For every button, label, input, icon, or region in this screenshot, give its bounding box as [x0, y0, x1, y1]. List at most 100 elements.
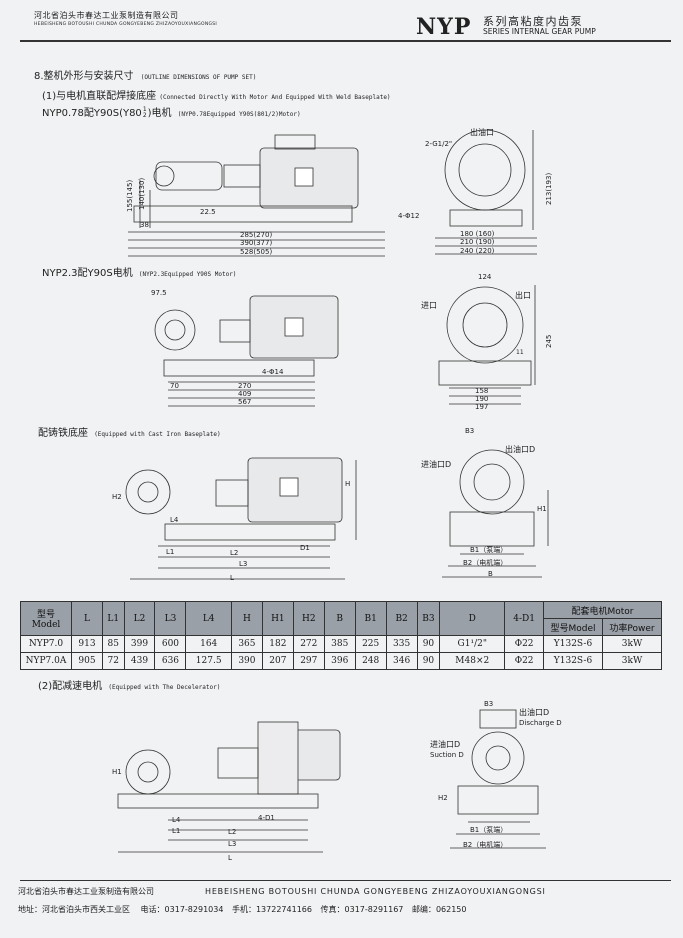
cell: 439	[123, 652, 156, 670]
cell: 335	[385, 635, 418, 653]
cell: Φ22	[504, 652, 544, 670]
dim4-B2: B2（电机端）	[463, 841, 508, 849]
cell-model: NYP7.0A	[20, 652, 72, 670]
dim-70: 70	[170, 382, 179, 390]
dim3-H2: H2	[112, 493, 122, 501]
cell: 272	[292, 635, 325, 653]
th-L3: L3	[154, 601, 187, 636]
th-motor-group: 配套电机Motor	[543, 601, 662, 619]
label-holes-4: 4-D1	[258, 814, 275, 822]
section-title: 8.整机外形与安装尺寸 (OUTLINE DIMENSIONS OF PUMP …	[34, 71, 257, 82]
dim4-L1: L1	[172, 827, 181, 835]
cell: 90	[416, 652, 441, 670]
cell: 346	[385, 652, 418, 670]
dim3-L: L	[230, 574, 234, 582]
subsection-1-title: (1)与电机直联配焊接底座 (Connected Directly With M…	[42, 91, 391, 102]
dim-38: 38	[140, 221, 149, 229]
dim-158: 158	[475, 387, 488, 395]
header-series-en: SERIES INTERNAL GEAR PUMP	[483, 27, 596, 36]
th-4D1: 4-D1	[504, 601, 544, 636]
drawing-decel-side	[117, 721, 341, 853]
dim-140: 140(130)	[138, 177, 146, 210]
footer-company-cn: 河北省泊头市春达工业泵制造有限公司	[18, 887, 154, 896]
label-holes-2: 4-Φ14	[262, 368, 284, 376]
cell: 905	[71, 652, 103, 670]
th-B: B	[323, 601, 356, 636]
cell-power: 3kW	[602, 635, 662, 653]
dim-190: 190	[475, 395, 488, 403]
drawing-nyp078-end: 180 (160) 210 (190) 240 (220)	[435, 129, 537, 255]
dim4-H1: H1	[112, 768, 122, 776]
cell: 297	[292, 652, 325, 670]
drawing-cast-side	[125, 457, 357, 580]
th-B1: B1	[354, 601, 387, 636]
dim-240: 240 (220)	[460, 247, 495, 255]
dim-285: 285(270)	[240, 231, 272, 239]
header-series-cn: 系列高粘度内齿泵	[483, 15, 583, 28]
cell: 85	[101, 635, 125, 653]
cell: 72	[101, 652, 125, 670]
dim3-B1: B1（泵端）	[470, 546, 508, 554]
table-row: NYP7.0 913 85 399 600 164 365 182 272 38…	[20, 635, 662, 653]
cell: 600	[154, 635, 187, 653]
dim4-B3: B3	[484, 700, 494, 708]
th-motor-power: 功率Power	[602, 618, 662, 636]
cell: 396	[323, 652, 356, 670]
dim-97-5: 97.5	[151, 289, 167, 297]
th-L1: L1	[101, 601, 125, 636]
cell: G1¹/2"	[439, 635, 506, 653]
th-motor-model: 型号Model	[543, 618, 603, 636]
th-L2: L2	[123, 601, 156, 636]
cell: 913	[71, 635, 103, 653]
cell: 164	[185, 635, 232, 653]
dim4-L3: L3	[228, 840, 237, 848]
dim-180: 180 (160)	[460, 230, 495, 238]
label-outlet-1: 出油口	[470, 128, 494, 137]
drawing-nyp078-side: 38 22.5 285(270) 390(377) 528(505)	[128, 134, 385, 257]
drawing-nyp23-end: 158 190 197	[438, 285, 536, 410]
dim3-L2: L2	[230, 549, 239, 557]
dim-390: 390(377)	[240, 239, 272, 247]
dim4-H2: H2	[438, 794, 448, 802]
subsection-2-title: (2)配减速电机 (Equipped with The Decelerator)	[38, 681, 221, 692]
th-L4: L4	[185, 601, 232, 636]
dim4-L: L	[228, 854, 232, 862]
th-D: D	[439, 601, 506, 636]
dim3-H: H	[345, 480, 351, 488]
label-outlet-3: 出油口D	[505, 445, 536, 454]
label-inlet-3: 进油口D	[421, 460, 452, 469]
dim-155: 155(145)	[126, 179, 134, 212]
dim3-L1: L1	[166, 548, 175, 556]
dim3-L3: L3	[239, 560, 248, 568]
cell: 225	[354, 635, 387, 653]
cast-title: 配铸铁底座 (Equipped with Cast Iron Baseplate…	[38, 428, 221, 439]
drawing-decel-end	[450, 709, 546, 849]
cell-motor: Y132S-6	[543, 635, 603, 653]
label-holes-1: 4-Φ12	[398, 212, 420, 220]
cell: 399	[123, 635, 156, 653]
drawing-nyp23-side: 70 270 409 567	[154, 295, 339, 407]
th-B3: B3	[416, 601, 441, 636]
th-L: L	[71, 601, 103, 636]
dim3-L4: L4	[170, 516, 179, 524]
dim3-D1: D1	[300, 544, 310, 552]
dim-213: 213(193)	[545, 172, 553, 205]
table-row: NYP7.0A 905 72 439 636 127.5 390 207 297…	[20, 652, 662, 670]
cell: 207	[261, 652, 294, 670]
cell-motor: Y132S-6	[543, 652, 603, 670]
dim3-B: B	[488, 570, 493, 578]
cell-model: NYP7.0	[20, 635, 72, 653]
header-company-en: HEBEISHENG BOTOUSHI CHUNDA GONGYEBENG ZH…	[34, 22, 218, 27]
dim-197: 197	[475, 403, 488, 410]
dim-210: 210 (190)	[460, 238, 495, 246]
cell: 636	[154, 652, 187, 670]
cell: M48×2	[439, 652, 506, 670]
th-B2: B2	[385, 601, 418, 636]
dim4-L4: L4	[172, 816, 181, 824]
dim4-B1: B1（泵端）	[470, 826, 508, 834]
dim-270: 270	[238, 382, 251, 390]
cell: 90	[416, 635, 441, 653]
th-H2: H2	[292, 601, 325, 636]
